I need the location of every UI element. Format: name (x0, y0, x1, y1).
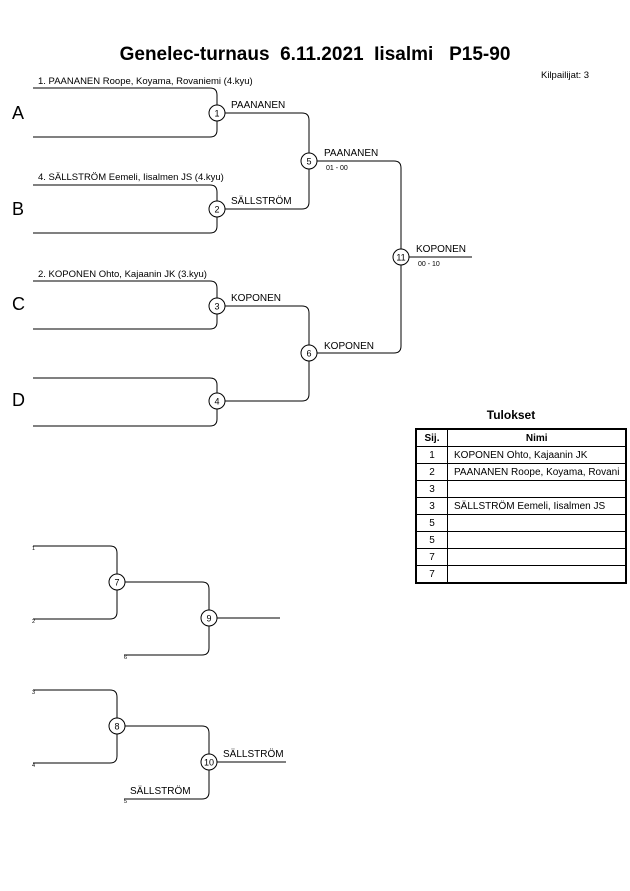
rank-cell: 1 (415, 446, 448, 464)
entry-b: 4. SÄLLSTRÖM Eemeli, Iisalmen JS (4.kyu) (38, 172, 224, 183)
match-3-marker: 3 (208, 297, 226, 315)
table-row: 3 (415, 480, 627, 498)
repechage-ref-6: 6 (124, 655, 127, 661)
repechage-ref-5: 5 (124, 799, 127, 805)
name-header: Nimi (447, 428, 627, 447)
page-title: Genelec-turnaus 6.11.2021 Iisalmi P15-90 (119, 44, 511, 65)
score-match-11: 00 - 10 (418, 261, 440, 268)
connector-11 (317, 160, 402, 354)
repechage-ref-3: 3 (32, 690, 35, 696)
pool-d-bracket (33, 377, 218, 427)
name-cell (447, 565, 627, 584)
match-6-marker: 6 (300, 344, 318, 362)
repechage-7-bracket (33, 545, 118, 620)
pool-a-bracket (33, 87, 218, 138)
match-8-marker: 8 (108, 717, 126, 735)
match-8-number: 8 (114, 722, 119, 732)
rank-header: Sij. (415, 428, 448, 447)
match-markers: 1 2 3 4 5 6 11 7 9 8 10 (108, 104, 410, 771)
winner-match-11: KOPONEN (416, 244, 466, 255)
rank-cell: 3 (415, 480, 448, 498)
match-1-number: 1 (214, 109, 219, 119)
rank-cell: 5 (415, 514, 448, 532)
match-9-number: 9 (206, 614, 211, 624)
repechage-9-bracket (124, 581, 210, 656)
name-cell (447, 514, 627, 532)
match-2-marker: 2 (208, 200, 226, 218)
match-11-number: 11 (396, 253, 405, 263)
connector-5 (225, 112, 310, 210)
pool-b-bracket (33, 184, 218, 234)
connector-6 (225, 305, 310, 402)
repechage-ref-2: 2 (32, 619, 35, 625)
table-row: 7 (415, 565, 627, 584)
name-cell (447, 531, 627, 549)
winner-match-1: PAANANEN (231, 100, 285, 111)
match-3-number: 3 (214, 302, 219, 312)
winner-match-5: PAANANEN (324, 148, 378, 159)
match-9-marker: 9 (200, 609, 218, 627)
name-cell: SÄLLSTRÖM Eemeli, Iisalmen JS (447, 497, 627, 515)
name-cell: PAANANEN Roope, Koyama, Rovani (447, 463, 627, 481)
repechage-ref-1: 1 (32, 546, 35, 552)
rank-cell: 7 (415, 565, 448, 584)
match-4-marker: 4 (208, 392, 226, 410)
repechage-entry: SÄLLSTRÖM (130, 785, 191, 797)
winner-match-2: SÄLLSTRÖM (231, 195, 292, 207)
table-row: 5 (415, 514, 627, 532)
pool-c-bracket (33, 280, 218, 330)
match-4-number: 4 (214, 397, 219, 407)
results-header-row: Sij. Nimi (415, 428, 627, 447)
score-match-5: 01 - 00 (326, 165, 348, 172)
rank-cell: 3 (415, 497, 448, 515)
name-cell: KOPONEN Ohto, Kajaanin JK (447, 446, 627, 464)
winner-match-10: SÄLLSTRÖM (223, 748, 284, 760)
entry-c: 2. KOPONEN Ohto, Kajaanin JK (3.kyu) (38, 269, 207, 280)
results-title: Tulokset (486, 408, 536, 422)
match-7-number: 7 (114, 578, 119, 588)
repechage-ref-4: 4 (32, 763, 35, 769)
match-6-number: 6 (306, 349, 311, 359)
rank-cell: 5 (415, 531, 448, 549)
match-10-number: 10 (204, 758, 214, 768)
name-cell (447, 548, 627, 566)
pool-label-c: C (12, 294, 25, 314)
match-11-marker: 11 (392, 248, 410, 266)
pool-label-b: B (12, 199, 24, 219)
pool-label-d: D (12, 390, 25, 410)
match-5-marker: 5 (300, 152, 318, 170)
match-10-marker: 10 (200, 753, 218, 771)
name-cell (447, 480, 627, 498)
rank-cell: 2 (415, 463, 448, 481)
winner-match-6: KOPONEN (324, 341, 374, 352)
table-row: 7 (415, 548, 627, 566)
competitor-count: Kilpailijat: 3 (541, 70, 590, 81)
match-2-number: 2 (214, 205, 219, 215)
match-7-marker: 7 (108, 573, 126, 591)
entry-a: 1. PAANANEN Roope, Koyama, Rovaniemi (4.… (38, 76, 253, 87)
repechage-8-bracket (33, 689, 118, 764)
pool-label-a: A (12, 103, 24, 123)
table-row: 5 (415, 531, 627, 549)
rank-cell: 7 (415, 548, 448, 566)
match-5-number: 5 (306, 157, 311, 167)
match-1-marker: 1 (208, 104, 226, 122)
winner-match-3: KOPONEN (231, 293, 281, 304)
